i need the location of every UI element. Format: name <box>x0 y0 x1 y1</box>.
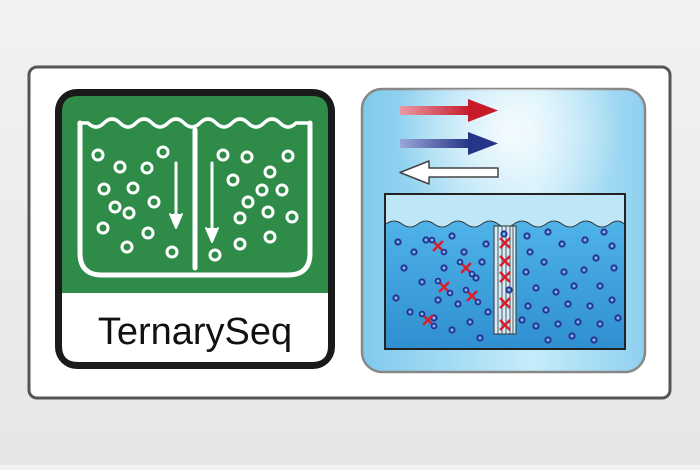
panel-title: TernarySeq <box>98 311 292 353</box>
ternaryseq-panel: TernarySeq <box>55 89 335 369</box>
complex-markers <box>418 236 511 331</box>
left-panel-label-area <box>62 293 328 362</box>
arrow-red-right-icon <box>400 99 498 122</box>
tank-sedimentation-icon <box>77 117 313 278</box>
arrow-blue-right-icon <box>400 132 498 155</box>
flow-panel <box>360 87 647 374</box>
flow-column-icon <box>384 193 626 350</box>
arrow-white-left-icon <box>399 160 499 185</box>
